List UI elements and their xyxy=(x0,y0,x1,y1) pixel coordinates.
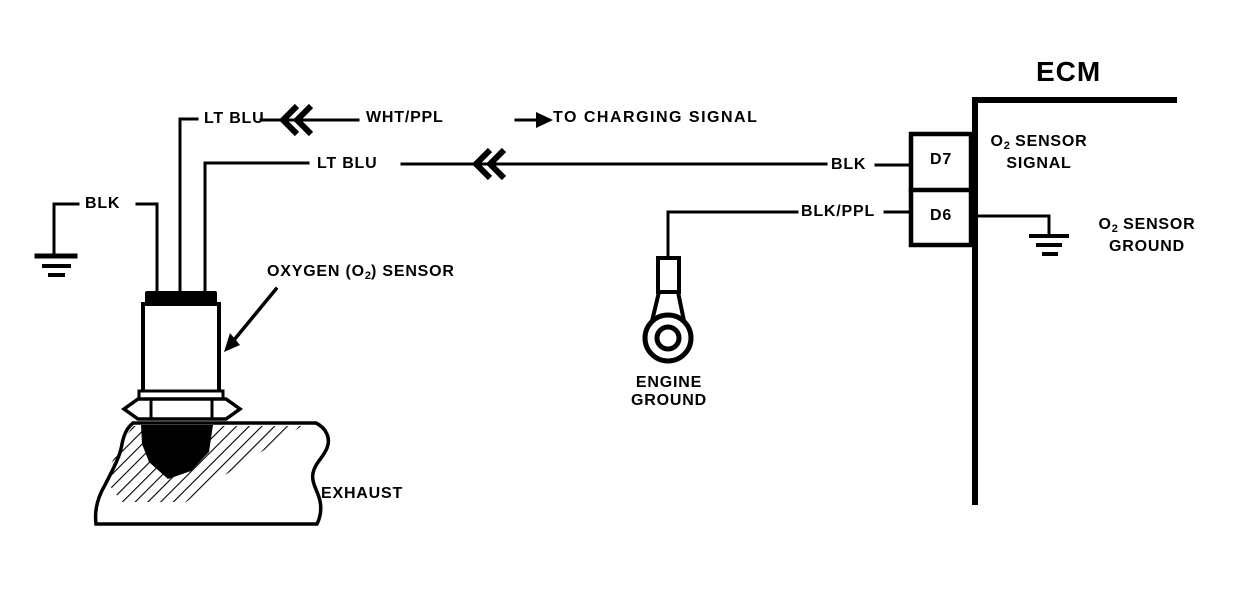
ecm-boundary xyxy=(972,97,1177,505)
ring-terminal-icon xyxy=(642,256,694,364)
label-pin-d7: D7 xyxy=(929,151,953,168)
engine-ground-line1: ENGINE xyxy=(635,374,703,391)
label-o2-sensor-signal: O2 SENSOR SIGNAL xyxy=(980,133,1098,173)
o2-ground-o: O xyxy=(1098,216,1112,233)
o2-signal-line2: SIGNAL xyxy=(1006,155,1072,172)
ecm-connector-block xyxy=(908,131,974,248)
label-exhaust: EXHAUST xyxy=(321,485,404,502)
label-engine-ground: ENGINE GROUND xyxy=(616,374,722,410)
label-wire1-color: LT BLU xyxy=(204,110,265,127)
exhaust-shadow-blob xyxy=(141,425,213,479)
o2-ground-rest: SENSOR xyxy=(1117,216,1196,233)
label-ecm-title: ECM xyxy=(1036,56,1102,87)
splice-chevron-icon-row1 xyxy=(278,103,314,137)
o2-ground-line1: O2 SENSOR xyxy=(1086,216,1208,238)
o2-sensor-drawing xyxy=(120,291,244,421)
label-pin-d6: D6 xyxy=(929,207,953,224)
flow-arrow-icon xyxy=(536,112,553,128)
splice-chevron-icon-row2 xyxy=(471,147,507,181)
exhaust-drawing xyxy=(93,421,331,526)
o2-signal-rest: SENSOR xyxy=(1009,133,1088,150)
label-sensor-ground-color: BLK xyxy=(85,195,121,212)
oxygen-label-sub: 2 xyxy=(364,270,372,282)
engine-ground-line2: GROUND xyxy=(631,392,707,409)
o2-signal-sub: 2 xyxy=(1003,140,1010,152)
label-wire2-ecm-color: BLK xyxy=(831,156,867,173)
ground-symbol-left-icon xyxy=(34,253,78,277)
ground-symbol-right-icon xyxy=(1029,234,1069,256)
wire-ecm-ground xyxy=(666,210,913,260)
oxygen-label-suffix: ) SENSOR xyxy=(371,263,455,280)
label-charging-destination: TO CHARGING SIGNAL xyxy=(553,109,759,126)
sensor-ground-wire-blk xyxy=(52,202,159,294)
o2-signal-line1: O2 SENSOR xyxy=(980,133,1098,155)
o2-ground-line2: GROUND xyxy=(1109,238,1185,255)
sensor-callout-arrow-icon xyxy=(224,286,279,352)
o2-signal-o: O xyxy=(990,133,1004,150)
label-wire3-color: BLK/PPL xyxy=(801,203,876,220)
label-wire1-second-color: WHT/PPL xyxy=(366,109,444,126)
o2-ground-sub: 2 xyxy=(1111,223,1118,235)
oxygen-label-prefix: OXYGEN (O xyxy=(267,263,365,280)
label-o2-sensor-ground: O2 SENSOR GROUND xyxy=(1086,216,1208,256)
label-wire2-color: LT BLU xyxy=(317,155,378,172)
o2-sensor-ground-wire xyxy=(976,214,1051,236)
label-oxygen-sensor: OXYGEN (O2) SENSOR xyxy=(267,263,455,285)
